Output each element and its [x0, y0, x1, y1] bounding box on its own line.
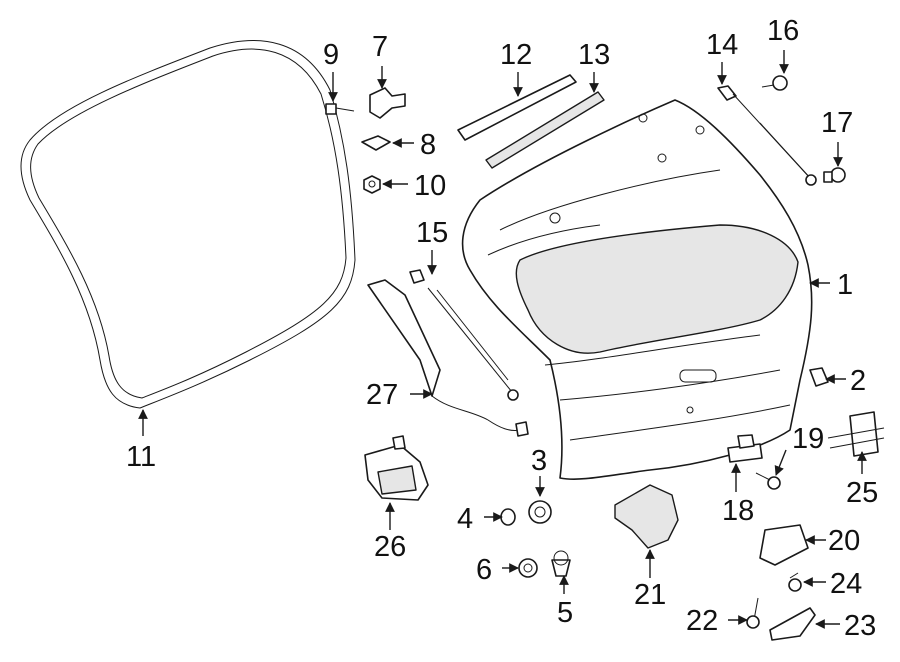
lift-support-strut	[717, 85, 817, 186]
callout-22: 22	[686, 605, 718, 637]
callout-13: 13	[578, 39, 610, 71]
ball-stud	[823, 167, 846, 183]
latch-assembly	[614, 484, 679, 549]
hinge	[369, 87, 406, 119]
callout-12: 12	[500, 39, 532, 71]
callout-labels: 1 2 3 4 5 6 7 8 9 10 11 12 13 14 15 16 1…	[126, 15, 878, 642]
callout-10: 10	[414, 170, 446, 202]
hinge-bolt	[325, 103, 355, 115]
reinforcement	[457, 74, 577, 141]
callout-16: 16	[767, 15, 799, 47]
callout-21: 21	[634, 579, 666, 611]
striker-bracket	[759, 524, 809, 566]
weatherstrip-seal	[20, 40, 356, 409]
callout-19: 19	[792, 423, 824, 455]
callout-5: 5	[557, 597, 573, 629]
clip	[809, 367, 829, 387]
hinge-shim	[361, 135, 391, 151]
callout-18: 18	[722, 495, 754, 527]
striker-bolt	[746, 597, 760, 629]
callout-1: 1	[837, 269, 853, 301]
hinge-nut	[363, 175, 381, 194]
callout-11: 11	[126, 441, 156, 473]
callout-14: 14	[706, 29, 738, 61]
callout-15: 15	[416, 217, 448, 249]
striker	[769, 607, 816, 641]
strut-bolt	[761, 75, 788, 91]
seal-strip	[485, 91, 605, 169]
switch-screw	[755, 472, 781, 490]
liftgate-panel	[461, 99, 813, 480]
wiring-harness	[367, 279, 529, 437]
callout-20: 20	[828, 525, 860, 557]
callout-8: 8	[420, 129, 436, 161]
release-switch	[727, 434, 763, 463]
control-module	[364, 435, 429, 501]
callout-3: 3	[531, 445, 547, 477]
callout-6: 6	[476, 554, 492, 586]
callout-27: 27	[366, 379, 398, 411]
callout-9: 9	[323, 39, 339, 71]
callout-26: 26	[374, 531, 406, 563]
bracket-screw	[788, 572, 802, 592]
bumper-stop	[528, 500, 552, 524]
callout-4: 4	[457, 503, 473, 535]
camera-module	[827, 411, 885, 457]
callout-2: 2	[850, 365, 866, 397]
leader-lines	[138, 50, 867, 629]
callout-25: 25	[846, 477, 878, 509]
grommet	[518, 558, 538, 578]
callout-7: 7	[372, 31, 388, 63]
power-strut	[409, 269, 519, 401]
callout-17: 17	[821, 107, 853, 139]
bumper-cushion	[551, 550, 571, 577]
washer	[500, 508, 516, 526]
callout-23: 23	[844, 610, 876, 642]
callout-24: 24	[830, 568, 862, 600]
